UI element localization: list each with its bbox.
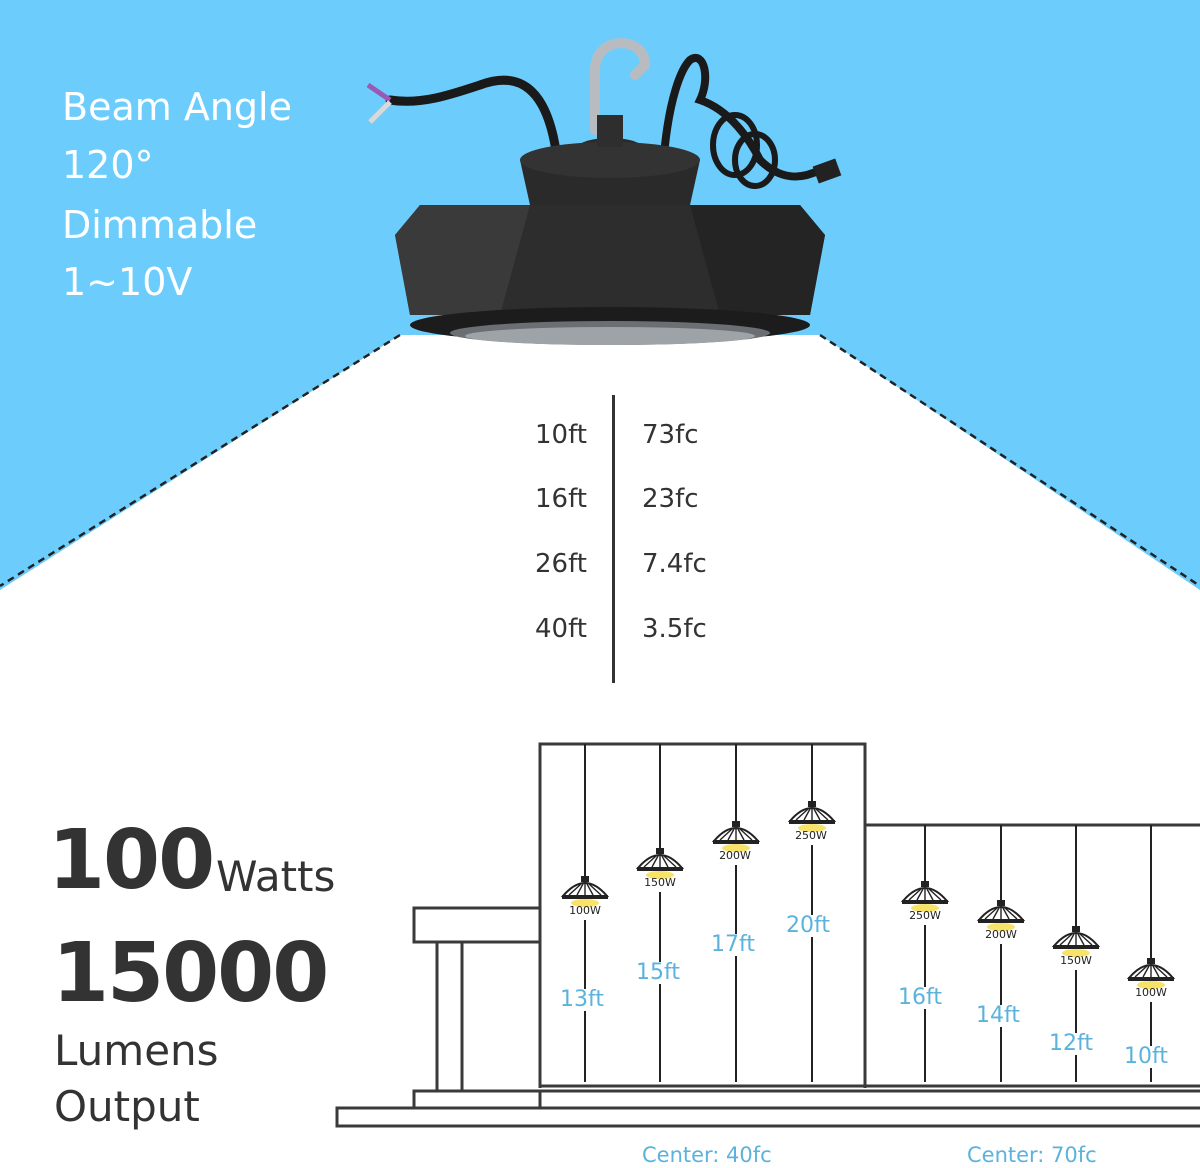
lumens-unit: Lumens <box>54 1026 219 1075</box>
left-center-footcandle-label: Center: 40fc <box>642 1143 772 1167</box>
table-height-cell: 16ft <box>535 484 587 514</box>
hanging-lamp-icon <box>976 825 1026 1082</box>
lamp-wattage-label: 100W <box>569 904 601 917</box>
table-height-cell: 10ft <box>535 420 587 450</box>
hanging-lamp-icon <box>635 744 685 1082</box>
table-height-cell: 26ft <box>535 549 587 579</box>
mounting-height-label: 10ft <box>1122 1044 1170 1069</box>
beam-angle-value: 120° <box>62 143 154 187</box>
high-bay-fixture-image <box>366 38 842 345</box>
table-fc-cell: 3.5fc <box>642 614 707 644</box>
table-divider <box>612 395 615 683</box>
hanging-lamp-icon <box>711 744 761 1082</box>
dimmable-value: 1~10V <box>62 260 193 304</box>
table-height-cell: 40ft <box>535 614 587 644</box>
lamp-wattage-label: 150W <box>1060 954 1092 967</box>
lamp-wattage-label: 200W <box>985 928 1017 941</box>
mounting-height-label: 15ft <box>634 960 682 985</box>
hanging-lamp-icon <box>1126 825 1176 1082</box>
beam-edge-left <box>0 333 401 588</box>
lamp-wattage-label: 250W <box>909 909 941 922</box>
hanging-lamp-icon <box>900 825 950 1082</box>
lamp-wattage-label: 100W <box>1135 986 1167 999</box>
mounting-height-label: 20ft <box>784 913 832 938</box>
right-center-footcandle-label: Center: 70fc <box>967 1143 1097 1167</box>
table-fc-cell: 7.4fc <box>642 549 707 579</box>
table-fc-cell: 73fc <box>642 420 699 450</box>
mounting-height-label: 17ft <box>709 932 757 957</box>
mounting-height-label: 14ft <box>974 1003 1022 1028</box>
mounting-height-label: 13ft <box>558 987 606 1012</box>
lumens-output-label: Output <box>54 1082 200 1131</box>
hanging-lamp-icon <box>560 744 610 1082</box>
lamp-wattage-label: 250W <box>795 829 827 842</box>
hanging-lamp-icon <box>1051 825 1101 1082</box>
mounting-height-label: 16ft <box>896 985 944 1010</box>
lamp-wattage-label: 150W <box>644 876 676 889</box>
beam-angle-label: Beam Angle <box>62 85 292 129</box>
hanging-lamp-icon <box>787 744 837 1082</box>
power-value: 100 <box>48 813 215 908</box>
lamp-wattage-label: 200W <box>719 849 751 862</box>
dimmable-label: Dimmable <box>62 203 258 247</box>
beam-edge-right <box>819 333 1200 588</box>
power-unit: Watts <box>216 852 336 901</box>
lumens-value: 15000 <box>52 926 329 1021</box>
mounting-height-label: 12ft <box>1047 1031 1095 1056</box>
table-fc-cell: 23fc <box>642 484 699 514</box>
